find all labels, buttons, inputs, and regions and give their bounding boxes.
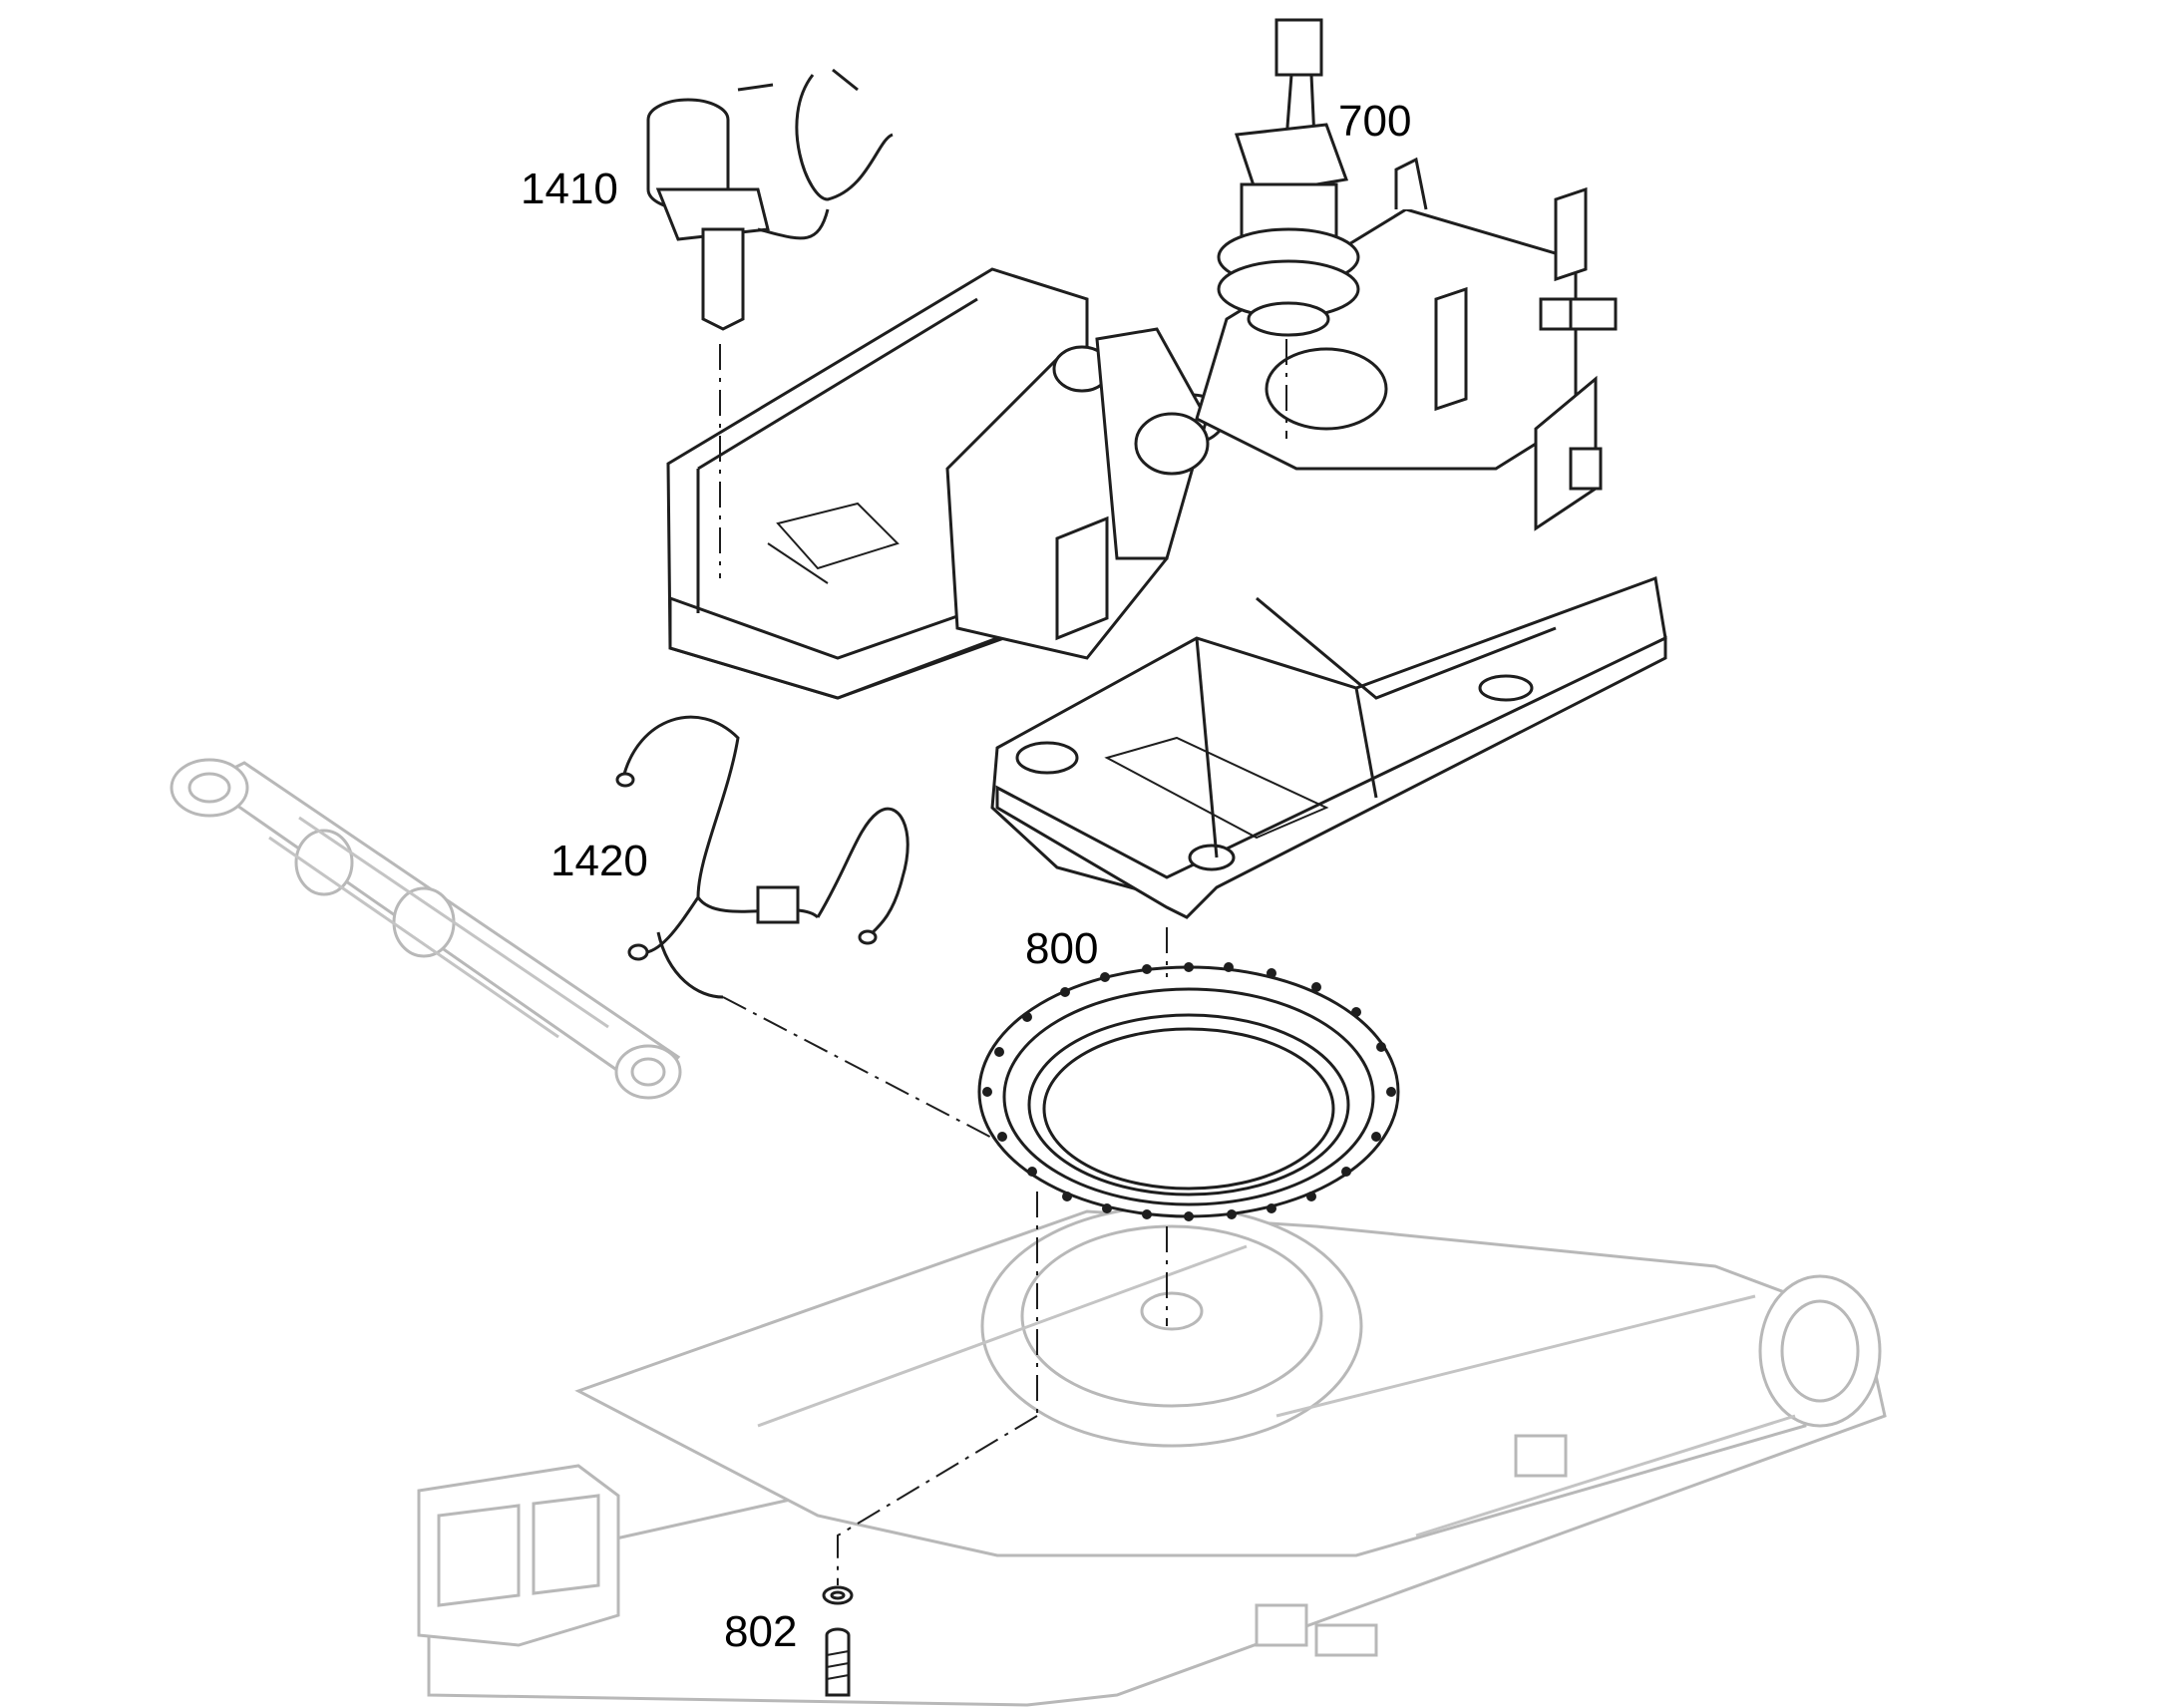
- callout-1420: 1420: [550, 837, 648, 885]
- slewing-ring-bolts: [982, 962, 1396, 1221]
- slewing-ring-800: [977, 927, 1400, 1416]
- callout-800: 800: [1025, 924, 1099, 973]
- callout-1410: 1410: [521, 165, 618, 213]
- upper-frame: [666, 157, 1667, 919]
- pump-motor-1410: [646, 68, 894, 578]
- callout-802: 802: [724, 1607, 798, 1656]
- callout-700: 700: [1338, 97, 1412, 146]
- bolt-washer-802: [822, 1415, 1038, 1697]
- boom-cylinder-ghost: [170, 758, 682, 1100]
- wire-harness-1420: [615, 715, 1048, 1168]
- swing-motor-700: [1217, 18, 1360, 439]
- undercarriage-frame: [417, 1204, 1887, 1707]
